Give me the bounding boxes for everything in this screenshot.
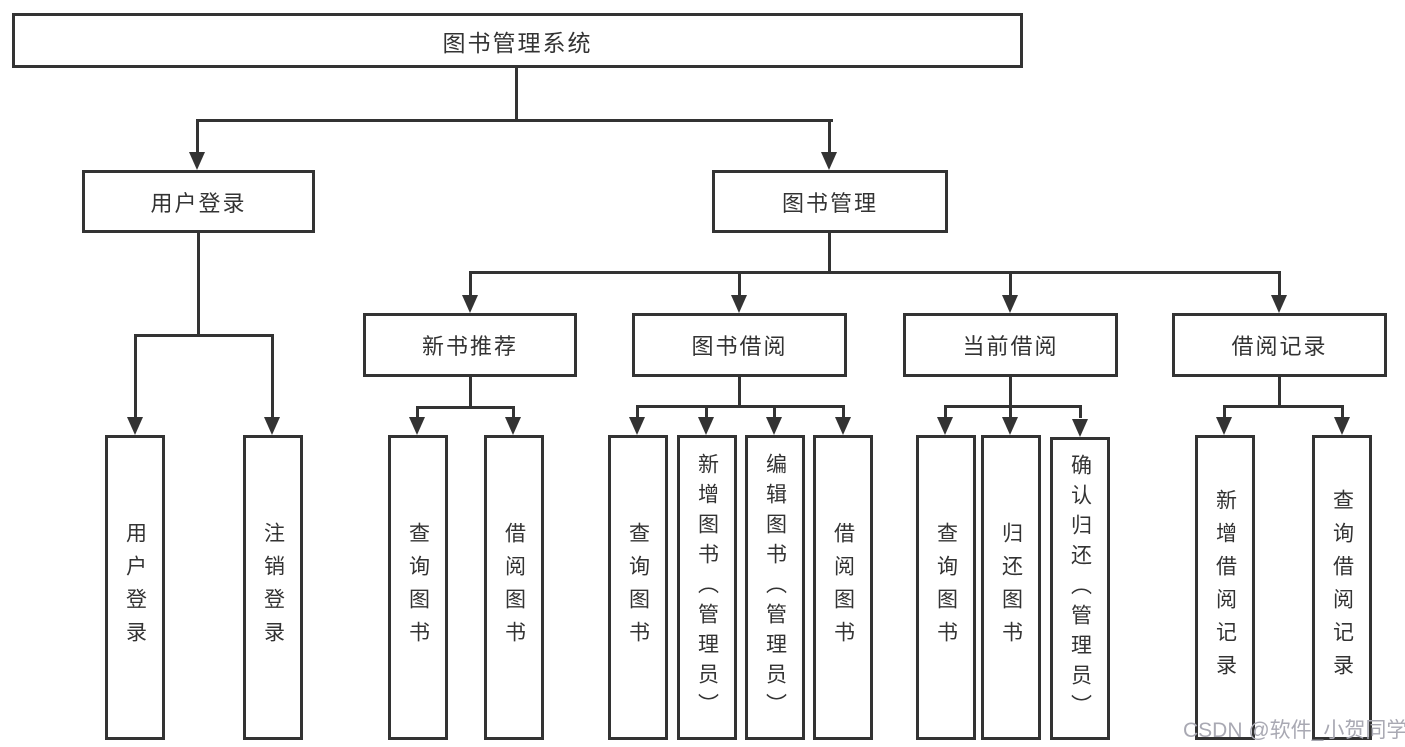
leaf-bb-borrow-book: 借阅图书 [813, 435, 873, 740]
connector-line [1009, 377, 1012, 408]
leaf-cb-query-book: 查询图书 [916, 435, 976, 740]
connector-line [469, 271, 472, 296]
arrow-down-icon [1002, 417, 1018, 435]
arrow-down-icon [189, 152, 205, 170]
leaf-logout: 注销登录 [243, 435, 303, 740]
connector-line [197, 233, 200, 337]
connector-line [515, 68, 518, 122]
arrow-down-icon [698, 417, 714, 435]
leaf-bb-edit-book-label: 编辑图书（管理员） [763, 452, 787, 723]
leaf-nb-query-book-label: 查询图书 [406, 521, 430, 654]
arrow-down-icon [462, 295, 478, 313]
leaf-user-login-label: 用户登录 [123, 521, 147, 654]
node-user-login-label: 用户登录 [150, 190, 247, 216]
leaf-bb-query-book-label: 查询图书 [626, 521, 650, 654]
node-new-book-recommend: 新书推荐 [363, 313, 577, 377]
leaf-br-add-record: 新增借阅记录 [1195, 435, 1255, 740]
connector-line [196, 119, 833, 122]
connector-line [416, 406, 515, 409]
leaf-br-add-record-label: 新增借阅记录 [1213, 488, 1237, 687]
leaf-logout-label: 注销登录 [261, 521, 285, 654]
leaf-user-login: 用户登录 [105, 435, 165, 740]
leaf-cb-return-book: 归还图书 [981, 435, 1041, 740]
connector-line [842, 405, 845, 418]
arrow-down-icon [821, 152, 837, 170]
arrow-down-icon [937, 417, 953, 435]
node-borrow-records-label: 借阅记录 [1231, 334, 1328, 359]
arrow-down-icon [629, 417, 645, 435]
arrow-down-icon [1072, 419, 1088, 437]
connector-line [196, 119, 199, 153]
arrow-down-icon [409, 417, 425, 435]
connector-line [469, 271, 1281, 274]
connector-line [469, 377, 472, 409]
connector-line [134, 334, 137, 418]
node-book-management: 图书管理 [712, 170, 948, 233]
connector-line [738, 377, 741, 408]
leaf-nb-borrow-book: 借阅图书 [484, 435, 544, 740]
node-root-label: 图书管理系统 [442, 29, 593, 56]
leaf-cb-confirm-return: 确认归还（管理员） [1050, 437, 1110, 740]
leaf-nb-borrow-book-label: 借阅图书 [502, 521, 526, 654]
node-current-borrowing: 当前借阅 [903, 313, 1118, 377]
leaf-cb-return-book-label: 归还图书 [999, 521, 1023, 654]
node-new-book-recommend-label: 新书推荐 [421, 334, 518, 359]
leaf-cb-query-book-label: 查询图书 [934, 521, 958, 654]
node-user-login: 用户登录 [82, 170, 315, 233]
connector-line [512, 406, 515, 418]
connector-line [944, 405, 1082, 408]
node-borrow-records: 借阅记录 [1172, 313, 1387, 377]
connector-line [944, 405, 947, 418]
arrow-down-icon [505, 417, 521, 435]
node-current-borrowing-label: 当前借阅 [962, 334, 1059, 359]
connector-line [1009, 405, 1012, 418]
leaf-bb-add-book-label: 新增图书（管理员） [695, 452, 719, 723]
connector-line [636, 405, 845, 408]
connector-line [705, 405, 708, 418]
leaf-bb-add-book: 新增图书（管理员） [677, 435, 737, 740]
connector-line [1223, 405, 1226, 418]
leaf-cb-confirm-return-label: 确认归还（管理员） [1068, 453, 1092, 724]
arrow-down-icon [731, 295, 747, 313]
connector-line [1009, 271, 1012, 296]
connector-line [271, 334, 274, 418]
connector-line [773, 405, 776, 418]
connector-line [828, 119, 831, 153]
connector-line [134, 334, 274, 337]
arrow-down-icon [766, 417, 782, 435]
leaf-bb-edit-book: 编辑图书（管理员） [745, 435, 805, 740]
connector-line [1223, 405, 1344, 408]
arrow-down-icon [835, 417, 851, 435]
connector-line [738, 271, 741, 296]
connector-line [636, 405, 639, 418]
arrow-down-icon [127, 417, 143, 435]
connector-line [1079, 405, 1082, 418]
arrow-down-icon [1334, 417, 1350, 435]
arrow-down-icon [1271, 295, 1287, 313]
leaf-br-query-record: 查询借阅记录 [1312, 435, 1372, 740]
node-book-management-label: 图书管理 [781, 190, 878, 216]
connector-line [1278, 377, 1281, 408]
leaf-br-query-record-label: 查询借阅记录 [1330, 488, 1354, 687]
leaf-bb-borrow-book-label: 借阅图书 [831, 521, 855, 654]
node-book-borrowing-label: 图书借阅 [691, 334, 788, 359]
node-book-borrowing: 图书借阅 [632, 313, 847, 377]
connector-line [828, 233, 831, 273]
leaf-bb-query-book: 查询图书 [608, 435, 668, 740]
arrow-down-icon [1216, 417, 1232, 435]
connector-line [1278, 271, 1281, 296]
node-root: 图书管理系统 [12, 13, 1023, 68]
connector-line [1341, 405, 1344, 418]
arrow-down-icon [1002, 295, 1018, 313]
csdn-watermark: CSDN @软件_小贺同学 [1183, 719, 1405, 742]
arrow-down-icon [264, 417, 280, 435]
leaf-nb-query-book: 查询图书 [388, 435, 448, 740]
connector-line [416, 406, 419, 418]
